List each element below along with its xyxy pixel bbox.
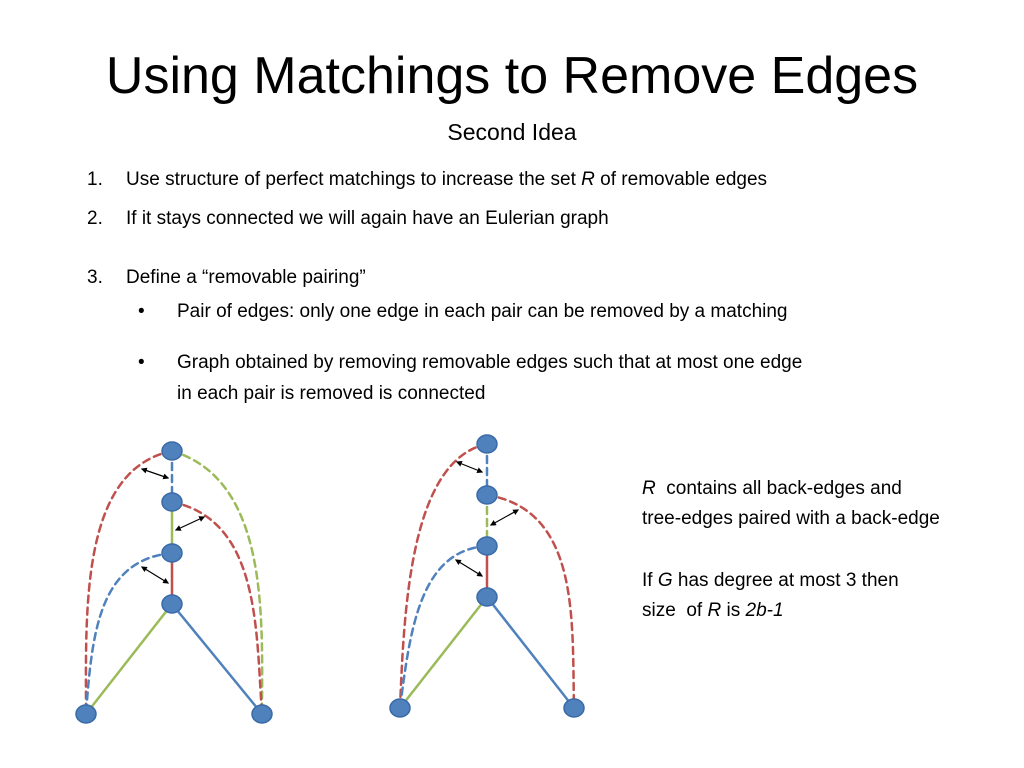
note-line-4-mid: is — [721, 600, 746, 621]
note-size-formula: 2b-1 — [745, 600, 784, 621]
step-1-text-after: of removable edges — [594, 169, 768, 190]
bullet-graph-obtained-line-1: Graph obtained by removing removable edg… — [177, 352, 803, 373]
note-line-3-after: has degree at most 3 then — [672, 570, 899, 591]
step-1-set-r: R — [581, 169, 595, 190]
step-1-text: Use structure of perfect matchings to in… — [126, 168, 767, 192]
back-edge-red-inner — [485, 493, 576, 710]
bullet-dot: • — [138, 352, 145, 373]
bullet-pair-of-edges-text: Pair of edges: only one edge in each pai… — [177, 301, 788, 322]
note-line-1-rest: contains all back-edges and — [655, 478, 902, 499]
bullet-dot: • — [138, 301, 145, 322]
note-line-4-before: size of — [642, 600, 708, 621]
graph-node — [476, 536, 498, 556]
pairing-arrow-1 — [140, 467, 170, 480]
note-size: size of R is 2b-1 — [642, 596, 784, 626]
graph-diagrams — [75, 434, 585, 724]
step-2-number: 2. — [87, 208, 103, 229]
graph-node — [161, 441, 183, 461]
graph-node — [476, 434, 498, 454]
step-1-text-before: Use structure of perfect matchings to in… — [126, 169, 582, 190]
graph-node — [75, 704, 97, 724]
note-graph-g: G — [657, 570, 673, 591]
pairing-arrow-1 — [455, 460, 484, 474]
note-set-r-2: R — [707, 600, 722, 621]
back-edge-blue-inner — [398, 544, 489, 710]
step-3-number: 3. — [87, 267, 103, 288]
graph-node — [389, 698, 411, 718]
note-line-3-before: If — [642, 570, 658, 591]
note-r-contains: R contains all back-edges and — [642, 474, 902, 504]
graph-node — [161, 492, 183, 512]
steps-list: 1. Use structure of perfect matchings to… — [87, 168, 803, 404]
slide-title: Using Matchings to Remove Edges — [105, 47, 919, 105]
step-1-number: 1. — [87, 169, 103, 190]
back-edge-blue-inner — [84, 551, 174, 716]
tree-edge-green-left — [84, 602, 174, 716]
graph-node — [476, 587, 498, 607]
graph-node — [476, 485, 498, 505]
back-edge-green-outer — [170, 449, 264, 716]
graph-node — [563, 698, 585, 718]
bullet-graph-obtained-line-2: in each pair is removed is connected — [177, 383, 486, 404]
pairing-arrow-2 — [174, 516, 206, 531]
tree-edge-blue-right — [485, 595, 576, 710]
note-set-r: R — [642, 478, 656, 499]
left-graph — [75, 441, 273, 724]
graph-node — [161, 594, 183, 614]
graph-node — [251, 704, 273, 724]
pairing-arrow-2 — [489, 509, 520, 526]
tree-edge-green-left — [398, 595, 489, 710]
right-graph — [389, 434, 585, 718]
note-tree-edges: tree-edges paired with a back-edge — [642, 508, 940, 529]
slide-subtitle: Second Idea — [447, 119, 577, 145]
step-2-text: If it stays connected we will again have… — [126, 208, 609, 229]
back-edge-red-outer — [84, 449, 174, 716]
pairing-arrow-3 — [140, 566, 170, 584]
tree-edge-blue-right — [170, 602, 264, 716]
step-3-text: Define a “removable pairing” — [126, 267, 366, 288]
back-edge-red-inner — [170, 500, 264, 716]
graph-node — [161, 543, 183, 563]
back-edge-red-outer — [398, 442, 489, 710]
pairing-arrow-3 — [454, 559, 484, 577]
note-degree: If G has degree at most 3 then — [642, 566, 899, 596]
